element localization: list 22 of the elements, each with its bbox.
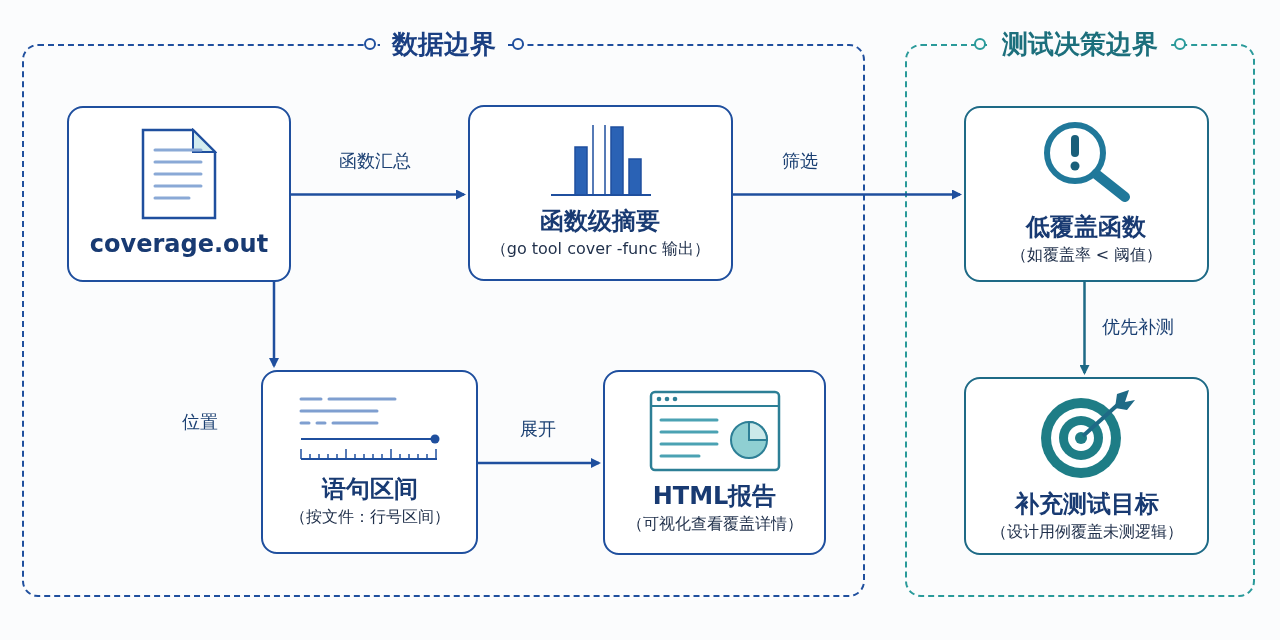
box-title: 语句区间	[321, 474, 418, 505]
box-title: 低覆盖函数	[1026, 212, 1147, 243]
process-box	[603, 370, 826, 555]
box-title: 函数级摘要	[540, 206, 661, 237]
arrow	[731, 189, 962, 200]
arrow	[289, 189, 466, 200]
box-title: coverage.out	[89, 229, 269, 260]
box-subtitle: （go tool cover -func 输出）	[490, 238, 711, 260]
process-box	[964, 106, 1209, 282]
process-box	[67, 106, 291, 282]
process-box	[261, 370, 478, 554]
process-box	[964, 377, 1209, 555]
box-title: HTML报告	[652, 480, 777, 512]
process-box	[468, 105, 733, 281]
arrow	[269, 280, 279, 368]
box-subtitle: （按文件：行号区间）	[289, 506, 450, 528]
arrow	[1079, 280, 1090, 375]
box-subtitle: （如覆盖率 < 阈值）	[1010, 244, 1163, 266]
box-subtitle: （设计用例覆盖未测逻辑）	[990, 521, 1183, 543]
box-subtitle: （可视化查看覆盖详情）	[626, 512, 803, 535]
box-title: 补充测试目标	[1014, 489, 1159, 520]
arrow	[476, 458, 601, 468]
